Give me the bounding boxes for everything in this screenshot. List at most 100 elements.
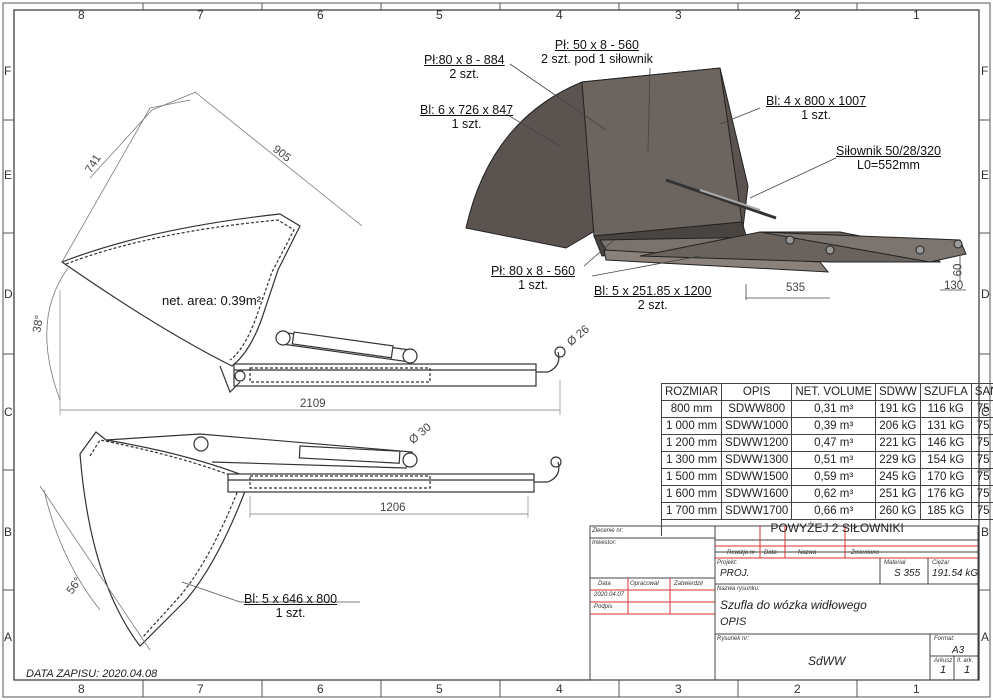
spec-cell: 185 kG [919,502,972,520]
spec-cell: 0,51 m³ [791,451,876,469]
spec-cell: 221 kG [875,434,921,452]
spec-cell: 75 kG [970,400,993,418]
tb-podpis: Podpis [594,604,613,610]
part-qty: 1 szt. [451,117,482,131]
iso-view [465,67,967,273]
col-label-bottom: 4 [556,682,563,696]
col-label: 2 [794,8,801,22]
spec-cell: 1 500 mm [660,468,723,486]
row-label-right: F [981,64,989,78]
spec-cell: 170 kG [919,468,972,486]
tb-ilosc-arkuszy-value: 1 [964,664,971,676]
spec-cell: 75 kG [970,434,993,452]
spec-cell: 245 kG [875,468,921,486]
spec-cell: 0,31 m³ [791,400,876,418]
net-area-label: net. area: 0.39m² [162,293,261,308]
part-qty: 2 szt. pod 1 siłownik [541,52,653,66]
tb-format-label: Format: [934,636,955,642]
spec-cell: SDWW1500 [721,468,793,486]
row-label: E [4,168,13,182]
spec-footer: POWYŻEJ 2 SIŁOWNIKI [660,519,993,536]
tb-rysunek-nr-value: SdWW [808,654,846,668]
spec-cell: 131 kG [919,417,972,435]
header-cell: ROZMIAR [660,383,723,401]
tb-projekt-label: Projekt: [717,560,738,566]
spec-cell: 116 kG [919,400,972,418]
tb-arkusz-label: Arkusz [934,658,953,664]
col-label: 7 [197,8,204,22]
row-label: A [4,630,13,644]
row-label: C [4,405,13,419]
spec-cell: 146 kG [919,434,972,452]
tb-data-col: Data [764,550,777,556]
spec-cell: 1 700 mm [660,502,723,520]
col-label: 8 [78,8,85,22]
row-label: D [4,287,13,301]
spec-cell: 75 kG [970,417,993,435]
col-label: 4 [556,8,563,22]
part-label: Pł: 50 x 8 - 560 2 szt. pod 1 siłownik [541,38,653,66]
part-qty: 2 szt. [449,67,480,81]
spec-cell: 75 kG [970,451,993,469]
col-label-bottom: 3 [675,682,682,696]
part-qty: 1 szt. [518,278,548,292]
spec-cell: 0,62 m³ [791,485,876,503]
part-name: Siłownik 50/28/320 [836,144,941,158]
tb-rewizja: Rewizja nr [727,550,756,556]
spec-cell: SDWW1700 [721,502,793,520]
part-name: Bl: 4 x 800 x 1007 [766,94,867,108]
dim-2109: 2109 [300,398,326,410]
spec-cell: SDWW1600 [721,485,793,503]
spec-cell: 260 kG [875,502,921,520]
part-name: Bl: 5 x 646 x 800 [244,592,338,606]
tb-rysunek-nr-label: Rysunek nr: [717,636,750,642]
spec-cell: 1 300 mm [660,451,723,469]
save-date-note: DATA ZAPISU: 2020.04.08 [26,668,158,680]
part-label: Bl: 5 x 251.85 x 1200 2 szt. [594,284,711,312]
tb-nazwa-rysunku-value: Szufla do wózka widłowego [720,598,867,612]
tb-ciezar-value: 191.54 kG [932,568,978,579]
row-label-right: D [981,287,990,301]
spec-cell: 1 000 mm [660,417,723,435]
spec-cell: 154 kG [919,451,972,469]
part-label: Bl: 6 x 726 x 847 1 szt. [420,103,513,131]
tb-nazwa-rysunku-label: Nazwa rysunku: [717,586,760,592]
spec-cell: SDWW1000 [721,417,793,435]
spec-cell: 0,47 m³ [791,434,876,452]
col-label-bottom: 2 [794,682,801,696]
row-label: F [4,64,12,78]
spec-cell: 251 kG [875,485,921,503]
spec-cell: 75 kG [970,468,993,486]
tb-zatwierdzil: Zatwierdził [674,581,703,587]
tb-opis-value: OPIS [720,616,747,628]
spec-cell: 191 kG [875,400,921,418]
part-label-bottom-plate: Bl: 5 x 646 x 800 1 szt. [244,592,337,620]
header-cell: SZUFLA [919,383,972,401]
tb-ciezar-label: Ciężar [932,560,950,566]
tb-inwestor: Inwestor: [592,540,617,546]
spec-cell: 800 mm [660,400,723,418]
part-qty: 1 szt. [801,108,831,122]
tb-opracowal: Opracował [630,581,659,587]
tb-format-value: A3 [952,645,965,656]
tb-arkusz-value: 1 [940,664,947,676]
spec-cell: 0,66 m³ [791,502,876,520]
spec-cell: 75 kG [970,485,993,503]
dim-1206: 1206 [380,502,406,514]
spec-cell: SDWW1200 [721,434,793,452]
row-label-right: A [981,630,990,644]
col-label-bottom: 5 [436,682,443,696]
spec-cell: 206 kG [875,417,921,435]
side-view-top [46,91,566,415]
part-name: Pł:80 x 8 - 884 [424,53,505,67]
header-cell: NET. VOLUME [791,383,876,401]
spec-cell: 75 kG [970,502,993,520]
part-qty: 1 szt. [275,606,306,620]
col-label: 1 [913,8,920,22]
col-label-bottom: 6 [317,682,324,696]
part-label: Pł: 80 x 8 - 560 1 szt. [491,264,575,292]
spec-cell: SDWW1300 [721,451,793,469]
